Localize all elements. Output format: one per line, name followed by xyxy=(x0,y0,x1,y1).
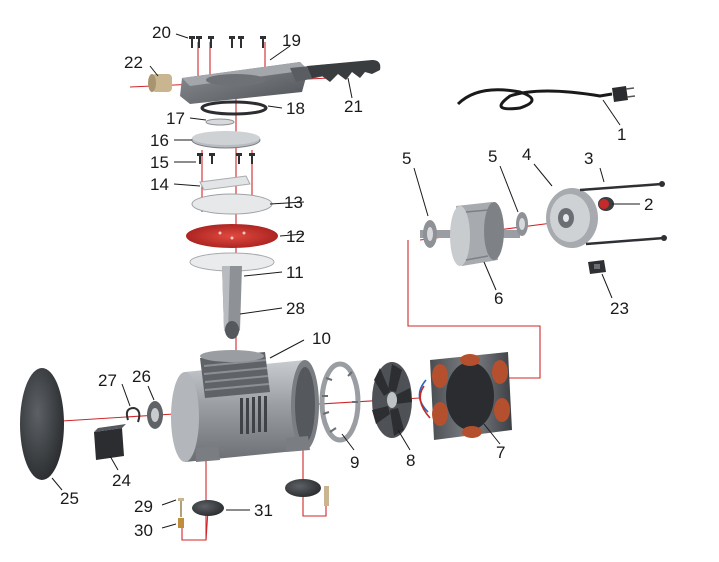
bearing-cap xyxy=(147,401,163,429)
part-label-2: 2 xyxy=(644,195,653,214)
part-label-22: 22 xyxy=(124,53,143,72)
part-label-27: 27 xyxy=(98,371,117,390)
bearing-right xyxy=(516,212,528,236)
diaphragm-plate xyxy=(191,193,273,215)
part-label-30: 30 xyxy=(134,521,153,540)
part-label-10: 10 xyxy=(312,329,331,348)
air-fitting xyxy=(148,74,172,92)
reed-valve xyxy=(205,118,235,126)
part-label-23: 23 xyxy=(610,299,629,318)
part-label-8: 8 xyxy=(406,451,415,470)
part-label-15: 15 xyxy=(150,153,169,172)
head-screws xyxy=(189,36,266,48)
part-labels: 1 2 3 4 5 5 6 7 8 9 10 11 12 13 14 15 16… xyxy=(60,23,653,540)
foot-bolts xyxy=(178,486,329,528)
part-label-16: 16 xyxy=(150,131,169,150)
part-label-3: 3 xyxy=(584,149,593,168)
stator xyxy=(418,352,512,440)
leader-lines xyxy=(51,33,640,529)
part-label-5b: 5 xyxy=(488,147,497,166)
part-label-6: 6 xyxy=(494,289,503,308)
assembly-axis-lines xyxy=(61,42,561,541)
rotor xyxy=(420,202,520,266)
part-label-1: 1 xyxy=(617,125,626,144)
connecting-rod xyxy=(222,266,242,339)
part-label-28: 28 xyxy=(286,299,305,318)
cylinder-head xyxy=(180,62,334,104)
through-bolts xyxy=(579,181,667,246)
end-cap xyxy=(546,188,598,248)
part-label-18: 18 xyxy=(286,99,305,118)
power-cord xyxy=(456,86,636,111)
diaphragm xyxy=(186,224,278,248)
part-label-9: 9 xyxy=(350,453,359,472)
power-switch xyxy=(588,260,606,274)
part-label-7: 7 xyxy=(496,443,505,462)
part-label-17: 17 xyxy=(166,109,185,128)
end-cover xyxy=(20,368,64,480)
part-label-26: 26 xyxy=(132,367,151,386)
switch-cap xyxy=(598,197,614,211)
part-label-24: 24 xyxy=(112,471,131,490)
capacitor xyxy=(94,424,126,460)
part-label-14: 14 xyxy=(150,175,169,194)
valve-plate xyxy=(191,131,261,149)
rubber-feet xyxy=(192,479,321,516)
part-label-12: 12 xyxy=(286,227,305,246)
part-label-20: 20 xyxy=(152,23,171,42)
motor-housing xyxy=(171,350,319,462)
gasket xyxy=(199,175,251,191)
part-label-4: 4 xyxy=(522,145,531,164)
plate-screws xyxy=(197,153,255,164)
part-label-29: 29 xyxy=(134,497,153,516)
part-label-11: 11 xyxy=(286,263,304,282)
cooling-fan xyxy=(372,362,412,438)
part-label-25: 25 xyxy=(60,489,79,508)
o-ring xyxy=(200,100,268,116)
retaining-clip xyxy=(125,406,141,423)
part-label-19: 19 xyxy=(282,31,301,50)
part-label-5a: 5 xyxy=(402,149,411,168)
bearing-left xyxy=(423,220,437,248)
fan-cover-ring xyxy=(319,361,361,443)
part-label-13: 13 xyxy=(284,193,303,212)
carry-handle xyxy=(307,60,381,82)
part-label-31: 31 xyxy=(254,501,273,520)
part-label-21: 21 xyxy=(344,97,363,116)
